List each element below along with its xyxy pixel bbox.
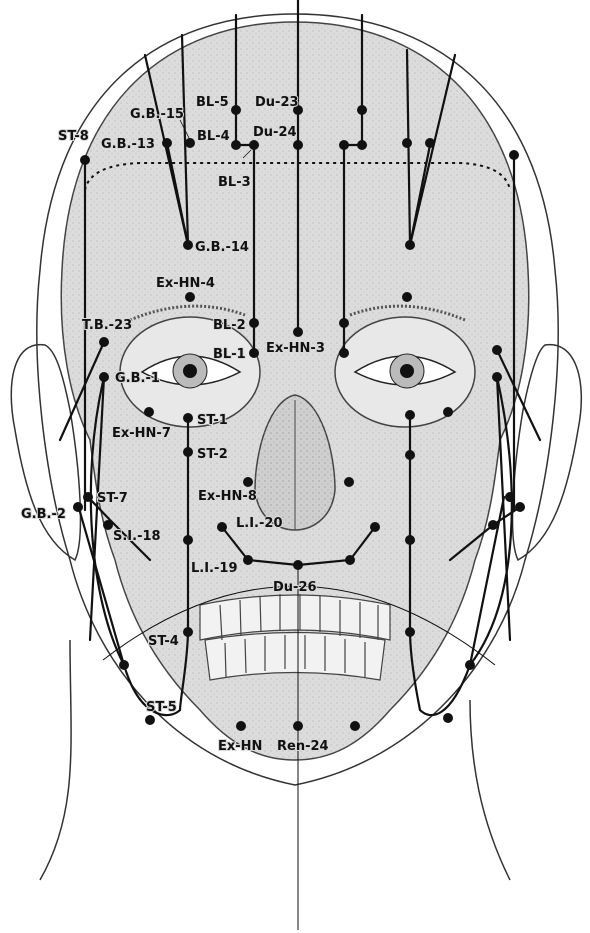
label-st2: ST-2 [197,447,228,462]
teeth [200,594,390,680]
point-st8 [80,155,90,165]
point-exhn4 [185,292,195,302]
point-st7 [83,492,93,502]
label-gb1: G.B.-1 [115,371,160,386]
right-ear [513,345,582,560]
point-bl4 [231,140,241,150]
point-exhn [236,721,246,731]
point-tb23 [99,337,109,347]
point-r-bl3 [339,140,349,150]
point-r-st8 [509,150,519,160]
label-du23: Du-23 [255,95,299,110]
point-r-st1 [405,410,415,420]
label-du26: Du-26 [273,580,317,595]
point-gb1 [99,372,109,382]
point-r-tb23 [492,345,502,355]
point-st6 [119,660,129,670]
point-gb14 [183,240,193,250]
point-si18 [103,520,113,530]
label-gb2: G.B.-2 [21,507,66,522]
label-gb13: G.B.-13 [101,137,155,152]
point-bl2 [249,318,259,328]
point-r-bl2 [339,318,349,328]
point-r-li19 [345,555,355,565]
point-r-st7 [505,492,515,502]
label-si18: S.I.-18 [113,529,161,544]
point-r-gb1 [492,372,502,382]
point-r-bl1 [339,348,349,358]
point-r-li20 [370,522,380,532]
label-bl4: BL-4 [197,129,230,144]
point-exhn8 [243,477,253,487]
point-du26 [293,560,303,570]
point-st1 [183,413,193,423]
point-ren24 [293,721,303,731]
point-r-st3 [405,535,415,545]
point-bl1 [249,348,259,358]
point-r-exhn4 [402,292,412,302]
label-bl5: BL-5 [196,95,229,110]
label-st5: ST-5 [146,700,177,715]
point-r-st5 [443,713,453,723]
point-r-bl4 [357,140,367,150]
point-r-gb2 [515,502,525,512]
label-st8: ST-8 [58,129,89,144]
point-li20 [217,522,227,532]
label-exhn: Ex-HN [218,739,262,754]
label-exhn4: Ex-HN-4 [156,276,215,291]
label-st1: ST-1 [197,413,228,428]
point-exhn3 [293,327,303,337]
label-du24: Du-24 [253,125,297,140]
label-ren24: Ren-24 [277,739,329,754]
point-r-exhn7 [443,407,453,417]
point-r-exhn [350,721,360,731]
label-st4: ST-4 [148,634,179,649]
label-li20: L.I.-20 [236,516,282,531]
point-r-bl5 [357,105,367,115]
label-bl1: BL-1 [213,347,246,362]
label-li19: L.I.-19 [191,561,237,576]
label-exhn8: Ex-HN-8 [198,489,257,504]
label-tb23: T.B.-23 [82,318,132,333]
point-r-st4 [405,627,415,637]
point-gb13 [162,138,172,148]
point-r-gb14 [405,240,415,250]
point-st5 [145,715,155,725]
point-du24 [293,140,303,150]
point-st3 [183,535,193,545]
label-exhn3: Ex-HN-3 [266,341,325,356]
point-exhn7 [144,407,154,417]
label-gb14: G.B.-14 [195,240,249,255]
label-st7: ST-7 [97,491,128,506]
point-r-st6 [465,660,475,670]
point-st2 [183,447,193,457]
label-bl3: BL-3 [218,175,251,190]
point-st4 [183,627,193,637]
point-bl5 [231,105,241,115]
point-r-st2 [405,450,415,460]
point-r-gb15 [402,138,412,148]
point-r-exhn8 [344,477,354,487]
label-gb15: G.B.-15 [130,107,184,122]
point-li19 [243,555,253,565]
point-r-si18 [488,520,498,530]
point-r-gb13 [425,138,435,148]
label-bl2: BL-2 [213,318,246,333]
label-exhn7: Ex-HN-7 [112,426,171,441]
point-gb2 [73,502,83,512]
point-bl3 [249,140,259,150]
